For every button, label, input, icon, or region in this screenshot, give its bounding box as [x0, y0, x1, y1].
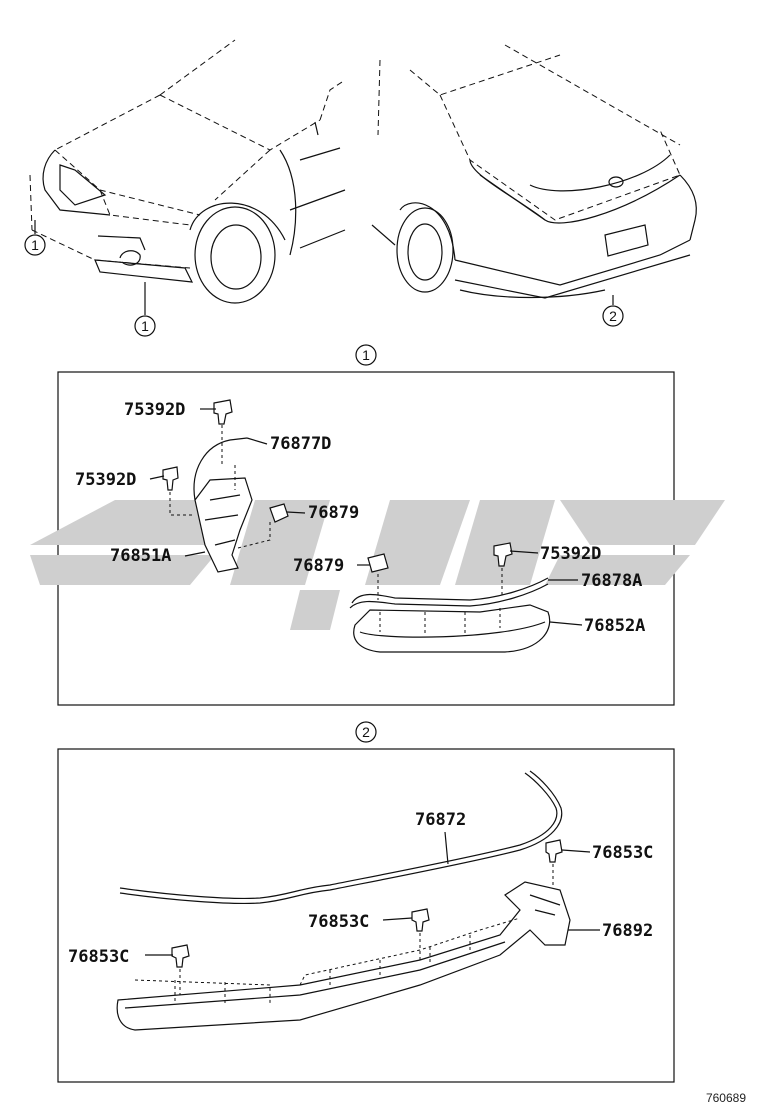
panel2-heading: 2: [362, 724, 370, 740]
front-callout-bottom-circle: [134, 315, 156, 337]
label-spoiler-center: 76852A: [584, 616, 645, 636]
front-callout-bottom: 1: [141, 318, 149, 334]
label-clip-left-rear: 76853C: [68, 947, 129, 967]
clip-left-part: [162, 466, 179, 491]
molding-center-part: [351, 577, 549, 604]
clip-top-part: [213, 399, 233, 425]
rear-molding-part: [119, 772, 558, 900]
clip-right-part: [493, 542, 513, 567]
retainer-b-part: [367, 553, 389, 573]
diagram-id: 760689: [706, 1091, 746, 1105]
label-clip-right-rear: 76853C: [592, 843, 653, 863]
label-molding-front: 76877D: [270, 434, 331, 454]
panel1-heading: 1: [362, 347, 370, 363]
molding-front-part: [193, 437, 248, 501]
label-rear-molding: 76872: [415, 810, 466, 830]
label-spoiler-side: 76851A: [110, 546, 171, 566]
rear-car-illustration: [371, 44, 697, 299]
label-clip-right: 75392D: [540, 544, 601, 564]
panel2-frame: [57, 748, 675, 1083]
label-clip-center-rear: 76853C: [308, 912, 369, 932]
label-rear-spoiler: 76892: [602, 921, 653, 941]
label-retainer-a: 76879: [308, 503, 359, 523]
rear-spoiler-part: [116, 881, 571, 1031]
clip-center-rear-part: [411, 908, 430, 932]
front-callout-left-circle: [24, 234, 46, 256]
label-retainer-b: 76879: [293, 556, 344, 576]
rear-callout-circle: [602, 305, 624, 327]
clip-left-rear-part: [171, 944, 190, 968]
spoiler-side-part: [194, 465, 253, 573]
rear-callout: 2: [609, 308, 617, 324]
label-molding-center: 76878A: [581, 571, 642, 591]
front-car-illustration: [29, 39, 346, 304]
panel1-heading-circle: [355, 344, 377, 366]
watermark-logo: [30, 500, 725, 630]
retainer-a-part: [269, 503, 289, 523]
spoiler-center-part: [353, 604, 551, 653]
label-clip-left: 75392D: [75, 470, 136, 490]
label-clip-top: 75392D: [124, 400, 185, 420]
front-callout-left: 1: [31, 237, 39, 253]
clip-right-rear-part: [545, 839, 563, 863]
panel2-heading-circle: [355, 721, 377, 743]
